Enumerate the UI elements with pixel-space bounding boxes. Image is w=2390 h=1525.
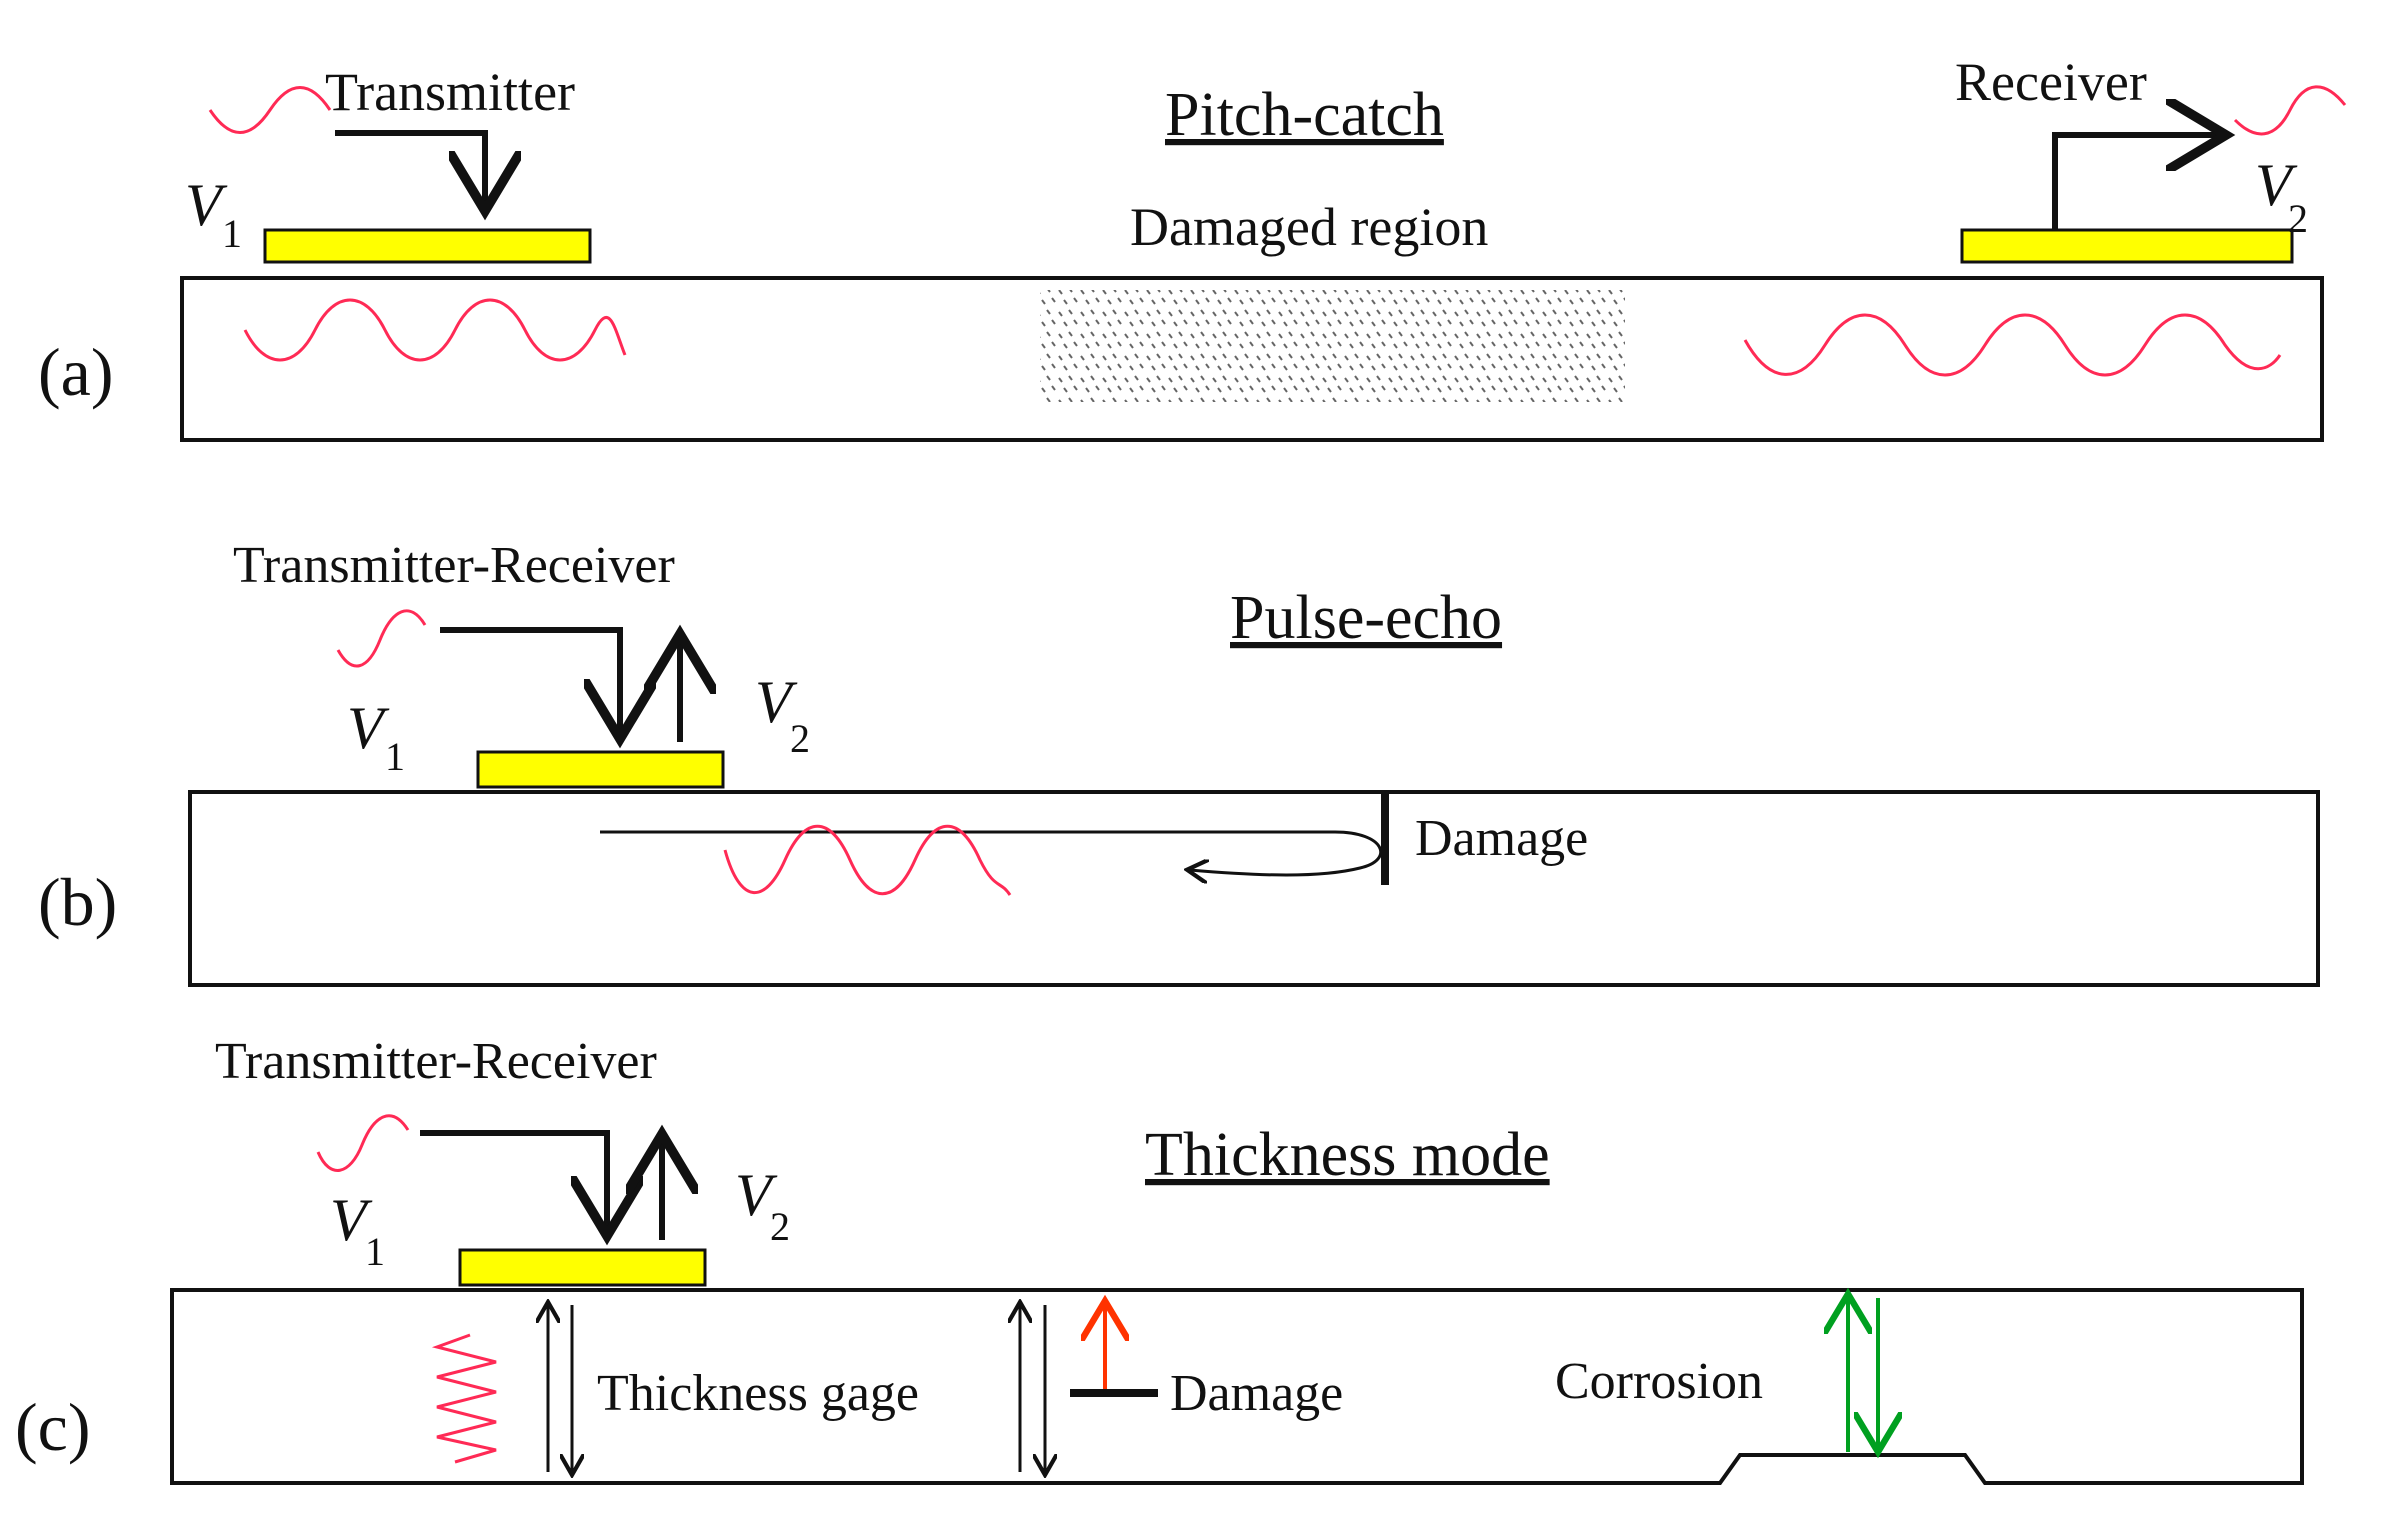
- damage-label-c: Damage: [1170, 1365, 1343, 1422]
- v1-subscript-b: 1: [385, 734, 405, 779]
- transmitter-arrow: [335, 130, 485, 205]
- output-wave-icon: [2233, 85, 2347, 136]
- panel-b-label: (b): [38, 864, 117, 940]
- v1-subscript-c: 1: [365, 1229, 385, 1274]
- v2-subscript: 2: [2288, 196, 2308, 241]
- panel-b-title: Pulse-echo: [1230, 584, 1502, 652]
- transmitter-label: Transmitter: [325, 62, 575, 122]
- panel-a-title: Pitch-catch: [1165, 81, 1444, 149]
- transmitted-wave: [1743, 313, 2282, 377]
- transceiver-label-b: Transmitter-Receiver: [233, 537, 675, 594]
- panel-a: (a) Pitch-catch Transmitter V 1 Receiver…: [38, 52, 2347, 442]
- panel-c-title: Thickness mode: [1145, 1121, 1550, 1189]
- corrosion-label: Corrosion: [1555, 1353, 1763, 1410]
- transceiver-sensor-b: [476, 750, 725, 789]
- receiver-label: Receiver: [1955, 52, 2147, 112]
- guided-wave-b: [723, 824, 1012, 896]
- resonance-wave-c: [431, 1333, 497, 1464]
- input-wave-icon-c: [316, 1114, 410, 1172]
- input-wave-icon-b: [336, 609, 427, 668]
- v1-label-b: V: [347, 695, 390, 761]
- v2-subscript-b: 2: [790, 716, 810, 761]
- transceiver-label-c: Transmitter-Receiver: [215, 1033, 657, 1090]
- panel-c-label: (c): [15, 1389, 90, 1465]
- v1-label-c: V: [330, 1187, 373, 1253]
- panel-c: (c) Thickness mode Transmitter-Receiver …: [15, 1033, 2304, 1485]
- receiver-arrow: [2052, 135, 2220, 232]
- receiver-sensor: [1960, 228, 2294, 264]
- panel-a-label: (a): [38, 334, 113, 410]
- damaged-region-label: Damaged region: [1130, 197, 1488, 257]
- v1-label: V: [185, 172, 228, 238]
- echo-path: [600, 830, 1383, 875]
- incident-wave: [243, 298, 627, 362]
- plate-b: [188, 790, 2320, 987]
- damage-label-b: Damage: [1415, 810, 1588, 867]
- v2-label: V: [2255, 152, 2298, 218]
- v1-subscript: 1: [222, 211, 242, 256]
- v2-label-c: V: [735, 1162, 778, 1228]
- damaged-region: [1040, 290, 1625, 402]
- thickness-gage-label: Thickness gage: [597, 1365, 919, 1422]
- transmitter-sensor: [263, 228, 592, 264]
- transmit-arrow-b: [440, 627, 620, 733]
- v2-subscript-c: 2: [770, 1204, 790, 1249]
- panel-b: (b) Pulse-echo Transmitter-Receiver V 1 …: [38, 537, 2320, 987]
- transmit-arrow-c: [420, 1130, 607, 1230]
- v2-label-b: V: [755, 669, 798, 735]
- plate-c: [170, 1288, 2304, 1485]
- input-wave-icon: [208, 86, 332, 134]
- transceiver-sensor-c: [458, 1248, 707, 1287]
